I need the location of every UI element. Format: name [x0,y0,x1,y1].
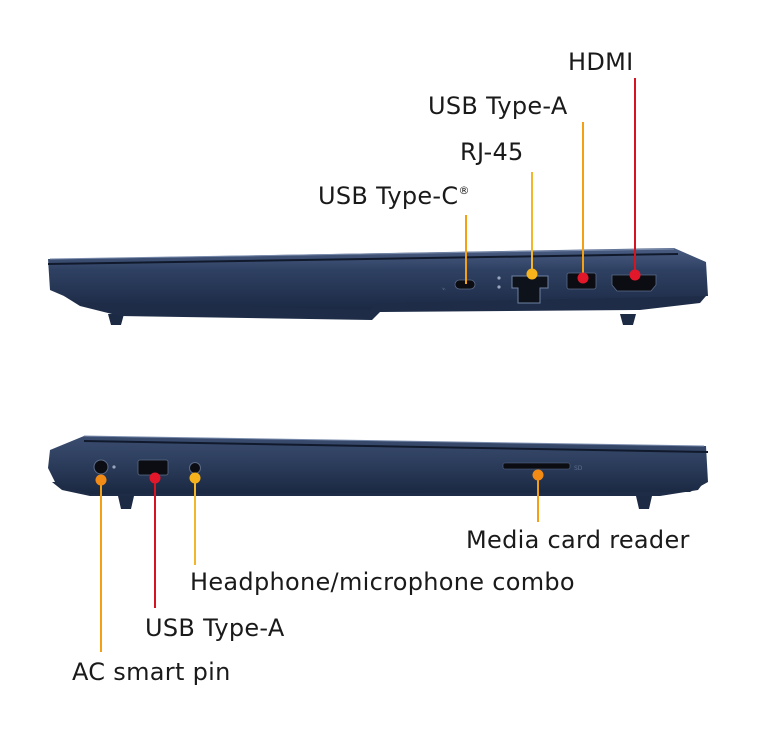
laptop-right-side: ⚡ [47,248,708,325]
foot [636,496,652,509]
hdmi-port [611,274,657,292]
dot-headphone [189,472,201,484]
callouts-top [465,78,641,284]
lid-seam [47,253,679,265]
rj45-port [511,275,549,304]
headphone-jack [189,462,201,474]
label-usb-a-bottom: USB Type-A [145,614,285,642]
usb-a-port [137,459,169,476]
dot-usb-a-bottom [149,472,161,484]
callouts-bottom [95,469,544,652]
label-headphone: Headphone/microphone combo [190,568,575,596]
dot-usb-a-top [577,272,589,284]
label-usb-c-text: USB Type-C [318,182,458,210]
ac-pin-port [93,459,109,475]
svg-text:⚡: ⚡ [441,287,448,291]
lid-seam [83,440,709,453]
dot-media-card [532,469,544,481]
dot-ac-pin [95,474,107,486]
labels: HDMI USB Type-A RJ-45 USB Type-C® Media … [72,48,690,686]
laptop-left-side: SD [48,435,709,509]
label-usb-a-top: USB Type-A [428,92,568,120]
sd-card-slot [502,462,571,470]
label-rj45: RJ-45 [460,138,524,166]
label-media-card: Media card reader [466,526,690,554]
indicator-led [497,276,501,280]
dot-hdmi [629,269,641,281]
laptop-body [48,436,708,494]
lid-highlight [49,248,675,260]
label-usb-c: USB Type-C® [318,182,470,210]
label-ac-pin: AC smart pin [72,658,231,686]
foot [620,314,636,325]
foot [108,314,124,325]
indicator-led [497,285,501,289]
indicator-led [112,465,116,469]
lid-highlight [83,435,705,447]
registered-mark: ® [458,184,469,197]
label-hdmi: HDMI [568,48,634,76]
dot-rj45 [526,268,538,280]
sd-mark: SD [574,465,583,472]
laptop-body [48,248,708,310]
foot [118,496,134,509]
